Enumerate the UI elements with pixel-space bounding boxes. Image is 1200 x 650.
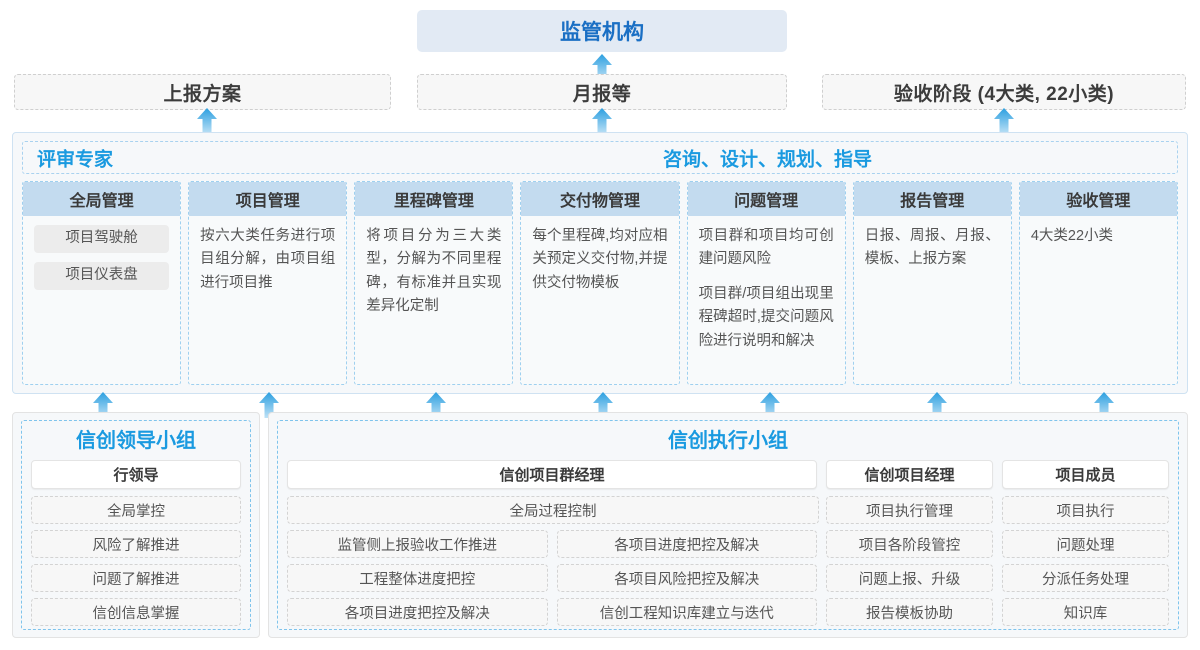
module-column-milestone[interactable]: 里程碑管理 将项目分为三大类型，分解为不同里程碑，有标准并且实现差异化定制 bbox=[354, 181, 514, 385]
module-title: 里程碑管理 bbox=[355, 182, 513, 216]
task-item[interactable]: 监管侧上报验收工作推进 bbox=[287, 530, 548, 558]
task-item[interactable]: 报告模板协助 bbox=[826, 598, 993, 626]
module-title: 全局管理 bbox=[23, 182, 181, 216]
module-text: 将项目分为三大类型，分解为不同里程碑，有标准并且实现差异化定制 bbox=[366, 228, 502, 315]
task-item[interactable]: 信创信息掌握 bbox=[31, 598, 241, 626]
arrow-up-column-7 bbox=[1093, 392, 1115, 418]
role-program-manager[interactable]: 信创项目群经理 bbox=[287, 460, 817, 489]
regulator-label: 监管机构 bbox=[560, 21, 644, 44]
report-label: 上报方案 bbox=[163, 83, 242, 105]
task-item[interactable]: 分派任务处理 bbox=[1002, 564, 1169, 592]
module-column-global[interactable]: 全局管理 项目驾驶舱 项目仪表盘 bbox=[22, 181, 182, 385]
program-manager-subcolumns: 监管侧上报验收工作推进 工程整体进度把控 各项目进度把控及解决 各项目进度把控及… bbox=[287, 530, 817, 626]
task-item[interactable]: 问题了解推进 bbox=[31, 564, 241, 592]
module-title: 报告管理 bbox=[853, 182, 1011, 216]
leading-group-inner: 信创领导小组 行领导 全局掌控 风险了解推进 问题了解推进 信创信息掌握 bbox=[21, 420, 251, 630]
task-item[interactable]: 信创工程知识库建立与迭代 bbox=[556, 598, 817, 626]
arrow-up-column-5 bbox=[759, 392, 781, 418]
advisor-band: 评审专家 咨询、设计、规划、指导 bbox=[22, 141, 1178, 174]
role-bank-leader[interactable]: 行领导 bbox=[31, 460, 241, 489]
task-item[interactable]: 项目执行 bbox=[1002, 496, 1169, 524]
task-item[interactable]: 项目各阶段管控 bbox=[826, 530, 993, 558]
exec-group-inner: 信创执行小组 信创项目群经理 全局过程控制 监管侧上报验收工作推进 工程整体进度… bbox=[277, 420, 1179, 630]
module-text: 项目群和项目均可创建问题风险 bbox=[698, 228, 834, 268]
report-box-acceptance: 验收阶段 (4大类, 22小类) bbox=[822, 74, 1186, 110]
exec-group-panel: 信创执行小组 信创项目群经理 全局过程控制 监管侧上报验收工作推进 工程整体进度… bbox=[268, 412, 1188, 638]
exec-group-title: 信创执行小组 bbox=[668, 430, 788, 452]
task-item[interactable]: 问题上报、升级 bbox=[826, 564, 993, 592]
module-text: 项目群/项目组出现里程碑超时,提交问题风险进行说明和解决 bbox=[698, 285, 834, 349]
program-manager-right-tasks: 各项目进度把控及解决 各项目风险把控及解决 信创工程知识库建立与迭代 bbox=[556, 530, 817, 626]
module-body: 4大类22小类 bbox=[1020, 216, 1177, 384]
module-title: 问题管理 bbox=[687, 182, 845, 216]
platform-panel: 评审专家 咨询、设计、规划、指导 全局管理 项目驾驶舱 项目仪表盘 项目管理 按… bbox=[12, 132, 1188, 394]
arrow-up-to-plan bbox=[196, 108, 218, 134]
arrow-up-to-monthly bbox=[591, 108, 613, 134]
regulator-box: 监管机构 bbox=[417, 10, 787, 52]
arrow-up-column-3 bbox=[425, 392, 447, 418]
task-item[interactable]: 全局掌控 bbox=[31, 496, 241, 524]
exec-role-columns: 信创项目群经理 全局过程控制 监管侧上报验收工作推进 工程整体进度把控 各项目进… bbox=[287, 460, 1169, 626]
module-body: 按六大类任务进行项目组分解，由项目组进行项目推 bbox=[189, 216, 346, 384]
module-text: 日报、周报、月报、模板、上报方案 bbox=[864, 228, 1000, 268]
report-box-plan: 上报方案 bbox=[14, 74, 391, 110]
report-label: 验收阶段 (4大类, 22小类) bbox=[893, 83, 1115, 105]
module-text: 4大类22小类 bbox=[1030, 228, 1114, 244]
module-pill[interactable]: 项目驾驶舱 bbox=[34, 225, 170, 253]
leading-group-title: 信创领导小组 bbox=[76, 430, 196, 452]
module-title: 验收管理 bbox=[1019, 182, 1177, 216]
module-text: 按六大类任务进行项目组分解，由项目组进行项目推 bbox=[200, 228, 336, 291]
band-label-review-experts: 评审专家 bbox=[37, 149, 114, 170]
arrow-up-monthly-to-regulator bbox=[591, 54, 613, 80]
module-body: 项目群和项目均可创建问题风险 项目群/项目组出现里程碑超时,提交问题风险进行说明… bbox=[688, 216, 845, 384]
module-body: 日报、周报、月报、模板、上报方案 bbox=[854, 216, 1011, 384]
role-project-manager[interactable]: 信创项目经理 bbox=[826, 460, 993, 489]
arrow-up-column-2 bbox=[258, 392, 280, 418]
role-project-member[interactable]: 项目成员 bbox=[1002, 460, 1169, 489]
program-manager-left-tasks: 监管侧上报验收工作推进 工程整体进度把控 各项目进度把控及解决 bbox=[287, 530, 548, 626]
task-item[interactable]: 问题处理 bbox=[1002, 530, 1169, 558]
module-body: 项目驾驶舱 项目仪表盘 bbox=[23, 216, 180, 384]
task-item[interactable]: 各项目进度把控及解决 bbox=[556, 530, 817, 558]
task-item[interactable]: 风险了解推进 bbox=[31, 530, 241, 558]
module-text: 每个里程碑,均对应相关预定义交付物,并提供交付物模板 bbox=[532, 228, 668, 291]
arrow-up-to-acceptance bbox=[993, 108, 1015, 134]
task-item[interactable]: 项目执行管理 bbox=[826, 496, 993, 524]
band-label-consulting: 咨询、设计、规划、指导 bbox=[663, 149, 873, 170]
module-title: 交付物管理 bbox=[521, 182, 679, 216]
exec-column-program-manager: 信创项目群经理 全局过程控制 监管侧上报验收工作推进 工程整体进度把控 各项目进… bbox=[287, 460, 819, 626]
task-item[interactable]: 知识库 bbox=[1002, 598, 1169, 626]
task-item[interactable]: 全局过程控制 bbox=[287, 496, 819, 524]
module-body: 每个里程碑,均对应相关预定义交付物,并提供交付物模板 bbox=[521, 216, 678, 384]
module-column-issue[interactable]: 问题管理 项目群和项目均可创建问题风险 项目群/项目组出现里程碑超时,提交问题风… bbox=[686, 181, 846, 385]
leading-group-panel: 信创领导小组 行领导 全局掌控 风险了解推进 问题了解推进 信创信息掌握 bbox=[12, 412, 260, 638]
module-body: 将项目分为三大类型，分解为不同里程碑，有标准并且实现差异化定制 bbox=[355, 216, 512, 384]
report-box-monthly: 月报等 bbox=[417, 74, 787, 110]
module-column-project[interactable]: 项目管理 按六大类任务进行项目组分解，由项目组进行项目推 bbox=[188, 181, 348, 385]
module-column-report[interactable]: 报告管理 日报、周报、月报、模板、上报方案 bbox=[852, 181, 1012, 385]
arrow-up-column-4 bbox=[592, 392, 614, 418]
task-item[interactable]: 各项目风险把控及解决 bbox=[556, 564, 817, 592]
module-column-acceptance[interactable]: 验收管理 4大类22小类 bbox=[1018, 181, 1178, 385]
arrow-up-column-1 bbox=[92, 392, 114, 418]
task-item[interactable]: 工程整体进度把控 bbox=[287, 564, 548, 592]
arrow-up-column-6 bbox=[926, 392, 948, 418]
module-column-deliverable[interactable]: 交付物管理 每个里程碑,均对应相关预定义交付物,并提供交付物模板 bbox=[520, 181, 680, 385]
exec-column-member: 项目成员 项目执行 问题处理 分派任务处理 知识库 bbox=[1002, 460, 1169, 626]
module-columns: 全局管理 项目驾驶舱 项目仪表盘 项目管理 按六大类任务进行项目组分解，由项目组… bbox=[22, 181, 1178, 385]
task-item[interactable]: 各项目进度把控及解决 bbox=[287, 598, 548, 626]
report-label: 月报等 bbox=[572, 83, 632, 105]
module-pill[interactable]: 项目仪表盘 bbox=[34, 262, 170, 290]
exec-column-project-manager: 信创项目经理 项目执行管理 项目各阶段管控 问题上报、升级 报告模板协助 bbox=[826, 460, 993, 626]
module-title: 项目管理 bbox=[189, 182, 347, 216]
